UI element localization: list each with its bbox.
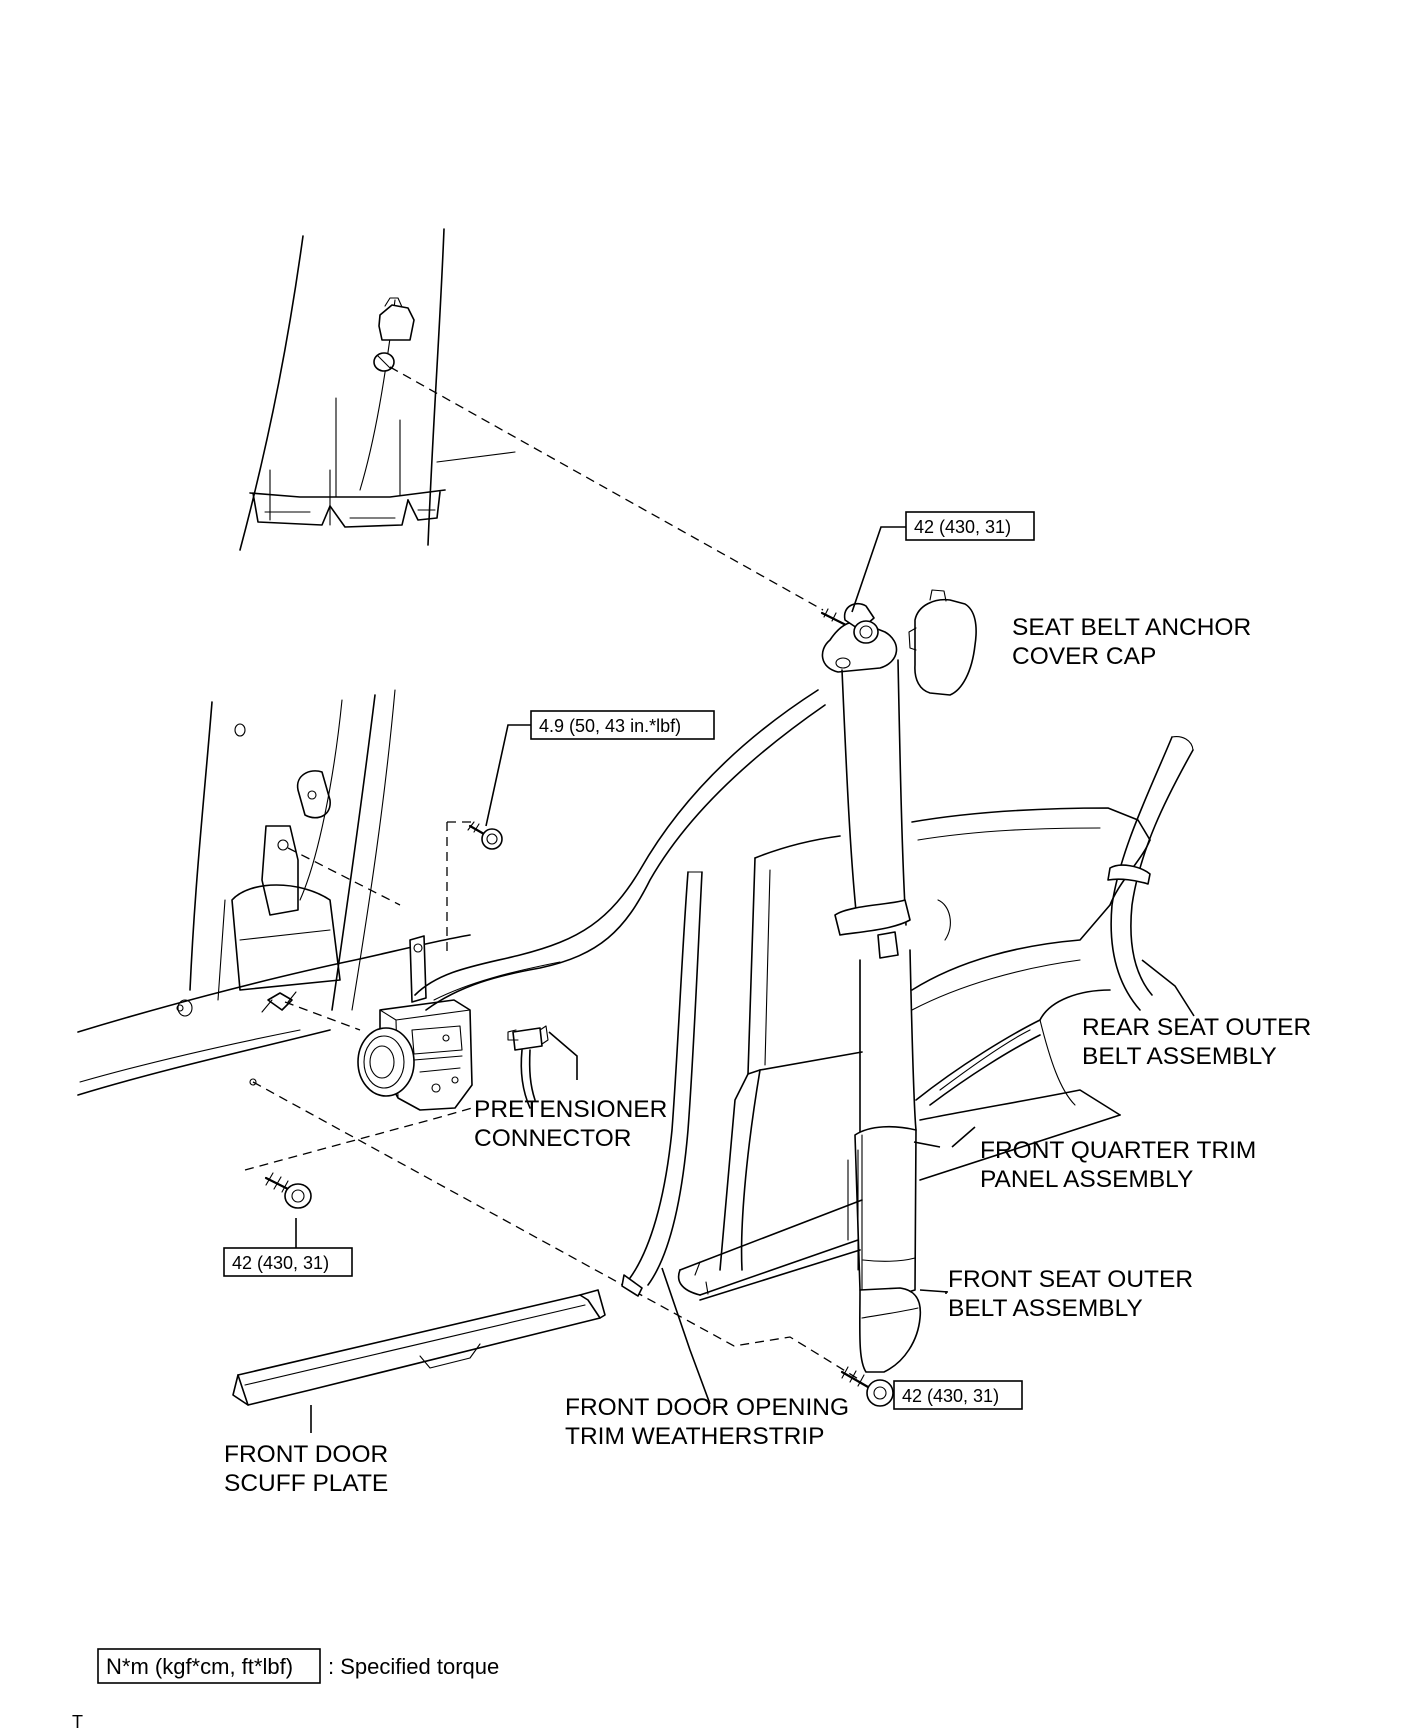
label-pretensioner-connector: PRETENSIONER CONNECTOR [474,1096,667,1152]
upper-pillar-drawing [239,228,516,551]
label-seat-belt-anchor-cover-cap: SEAT BELT ANCHOR COVER CAP [1012,614,1251,670]
svg-text:42 (430, 31): 42 (430, 31) [232,1253,329,1273]
svg-text:FRONT DOOR OPENING: FRONT DOOR OPENING [565,1394,849,1421]
label-front-quarter-trim-panel: FRONT QUARTER TRIM PANEL ASSEMBLY [980,1137,1256,1193]
assembly-line-upper [389,366,824,611]
scuff-plate-part [232,1289,606,1406]
bolt-icon-lower-anchor [840,1366,894,1407]
svg-text:PRETENSIONER: PRETENSIONER [474,1096,667,1123]
label-front-door-scuff-plate: FRONT DOOR SCUFF PLATE [224,1441,388,1497]
bolt-icon-retractor [467,821,503,850]
label-rear-seat-outer-belt: REAR SEAT OUTER BELT ASSEMBLY [1082,1014,1311,1070]
svg-text:TRIM WEATHERSTRIP: TRIM WEATHERSTRIP [565,1423,825,1450]
anchor-cover-cap-part [908,589,977,696]
assembly-line-retractor-1 [287,847,401,906]
svg-text:BELT ASSEMBLY: BELT ASSEMBLY [948,1295,1143,1322]
svg-text:COVER CAP: COVER CAP [1012,643,1156,670]
quarter-trim-panel-part [677,807,1151,1301]
retractor-assembly [357,935,473,1111]
assembly-line-retractor-lower [244,1107,473,1171]
svg-text:FRONT DOOR: FRONT DOOR [224,1441,388,1468]
svg-text:SEAT BELT ANCHOR: SEAT BELT ANCHOR [1012,614,1251,641]
assembly-line-lower [252,1081,861,1381]
bolt-icon-upper-anchor [820,608,850,628]
torque-box-retractor-bolt: 4.9 (50, 43 in.*lbf) [530,710,715,740]
belt-webbing-upper [414,689,819,996]
torque-box-lower-anchor: 42 (430, 31) [893,1380,1023,1410]
svg-text:42 (430, 31): 42 (430, 31) [914,517,1011,537]
assembly-line-retractor-2 [284,1001,361,1031]
svg-text:BELT ASSEMBLY: BELT ASSEMBLY [1082,1043,1277,1070]
torque-box-upper-anchor: 42 (430, 31) [905,511,1035,541]
svg-text:N*m (kgf*cm, ft*lbf): N*m (kgf*cm, ft*lbf) [106,1654,293,1679]
weatherstrip-part [621,871,703,1297]
leader-lines [295,526,1195,1433]
label-front-door-opening-trim-weatherstrip: FRONT DOOR OPENING TRIM WEATHERSTRIP [565,1394,849,1450]
torque-legend: N*m (kgf*cm, ft*lbf) : Specified torque [97,1648,499,1684]
svg-text:: Specified torque: : Specified torque [328,1654,499,1679]
svg-text:SCUFF PLATE: SCUFF PLATE [224,1470,388,1497]
rear-seat-outer-belt-part [1107,736,1194,1011]
footer-mark: T [72,1712,83,1732]
svg-text:REAR SEAT OUTER: REAR SEAT OUTER [1082,1014,1311,1041]
svg-text:PANEL ASSEMBLY: PANEL ASSEMBLY [980,1166,1193,1193]
front-seat-outer-belt-part [821,602,922,1373]
svg-text:42 (430, 31): 42 (430, 31) [902,1386,999,1406]
bolt-icon-retractor-lower [264,1172,312,1209]
label-front-seat-outer-belt: FRONT SEAT OUTER BELT ASSEMBLY [948,1266,1193,1322]
svg-text:4.9 (50, 43 in.*lbf): 4.9 (50, 43 in.*lbf) [539,716,681,736]
svg-text:CONNECTOR: CONNECTOR [474,1125,631,1152]
lower-body-drawing [77,689,471,1096]
pretensioner-connector-part [507,1025,549,1109]
torque-box-retractor-lower: 42 (430, 31) [223,1247,353,1277]
svg-text:FRONT QUARTER TRIM: FRONT QUARTER TRIM [980,1137,1256,1164]
svg-text:FRONT SEAT OUTER: FRONT SEAT OUTER [948,1266,1193,1293]
